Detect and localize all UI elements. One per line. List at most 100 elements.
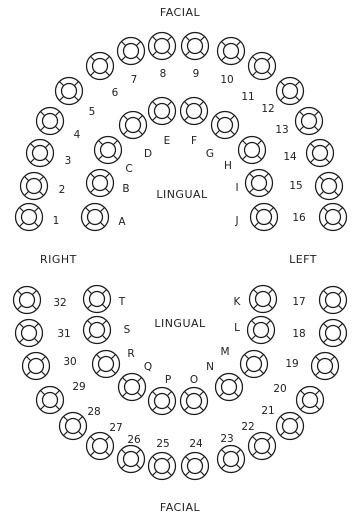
tooth-25[interactable] [149, 453, 176, 480]
tooth-occlusal-surface [245, 143, 260, 158]
tooth-11[interactable] [249, 53, 276, 80]
tooth-occlusal-surface [124, 452, 139, 467]
tooth-D[interactable] [120, 112, 147, 139]
tooth-29[interactable] [37, 387, 64, 414]
tooth-18[interactable] [320, 320, 347, 347]
tooth-label-G: G [206, 148, 214, 160]
tooth-label-21: 21 [261, 405, 274, 417]
tooth-I[interactable] [246, 170, 273, 197]
tooth-10[interactable] [218, 38, 245, 65]
tooth-label-B: B [122, 183, 129, 195]
tooth-28[interactable] [60, 413, 87, 440]
tooth-23[interactable] [218, 446, 245, 473]
tooth-14[interactable] [307, 140, 334, 167]
tooth-6[interactable] [87, 53, 114, 80]
tooth-occlusal-surface [93, 439, 108, 454]
tooth-C[interactable] [95, 137, 122, 164]
tooth-K[interactable] [250, 286, 277, 313]
tooth-label-4: 4 [74, 129, 81, 141]
tooth-4[interactable] [37, 108, 64, 135]
tooth-label-15: 15 [289, 180, 302, 192]
tooth-occlusal-surface [256, 292, 271, 307]
tooth-label-H: H [224, 160, 232, 172]
tooth-occlusal-surface [27, 179, 42, 194]
tooth-H[interactable] [239, 137, 266, 164]
tooth-label-8: 8 [160, 68, 167, 80]
tooth-label-11: 11 [241, 91, 254, 103]
tooth-24[interactable] [182, 453, 209, 480]
tooth-13[interactable] [296, 108, 323, 135]
tooth-26[interactable] [118, 446, 145, 473]
tooth-19[interactable] [312, 353, 339, 380]
tooth-occlusal-surface [187, 104, 202, 119]
tooth-A[interactable] [82, 204, 109, 231]
tooth-Q[interactable] [119, 374, 146, 401]
tooth-occlusal-surface [66, 419, 81, 434]
tooth-label-24: 24 [189, 438, 203, 450]
tooth-L[interactable] [248, 317, 275, 344]
tooth-occlusal-surface [90, 323, 105, 338]
tooth-occlusal-surface [188, 39, 203, 54]
lingual-lower-label: LINGUAL [154, 317, 206, 330]
tooth-3[interactable] [27, 140, 54, 167]
tooth-label-25: 25 [156, 438, 169, 450]
facial-bottom-label: FACIAL [160, 501, 201, 514]
tooth-31[interactable] [16, 320, 43, 347]
tooth-occlusal-surface [20, 293, 35, 308]
tooth-20[interactable] [297, 387, 324, 414]
tooth-G[interactable] [212, 112, 239, 139]
tooth-5[interactable] [56, 78, 83, 105]
tooth-30[interactable] [23, 353, 50, 380]
tooth-7[interactable] [118, 38, 145, 65]
tooth-B[interactable] [87, 170, 114, 197]
tooth-occlusal-surface [255, 439, 270, 454]
tooth-label-10: 10 [220, 74, 233, 86]
tooth-N[interactable] [216, 374, 243, 401]
tooth-label-19: 19 [285, 358, 298, 370]
tooth-occlusal-surface [283, 84, 298, 99]
tooth-R[interactable] [93, 351, 120, 378]
tooth-12[interactable] [277, 78, 304, 105]
tooth-E[interactable] [149, 98, 176, 125]
tooth-label-1: 1 [53, 215, 60, 227]
tooth-9[interactable] [182, 33, 209, 60]
tooth-22[interactable] [249, 433, 276, 460]
tooth-P[interactable] [149, 388, 176, 415]
tooth-1[interactable] [16, 204, 43, 231]
tooth-label-30: 30 [63, 356, 76, 368]
tooth-8[interactable] [149, 33, 176, 60]
tooth-M[interactable] [241, 351, 268, 378]
tooth-J[interactable] [251, 204, 278, 231]
tooth-label-27: 27 [109, 422, 122, 434]
tooth-17[interactable] [320, 287, 347, 314]
tooth-occlusal-surface [126, 118, 141, 133]
tooth-label-K: K [234, 296, 242, 308]
tooth-T[interactable] [84, 286, 111, 313]
tooth-label-5: 5 [89, 106, 96, 118]
tooth-label-N: N [206, 361, 214, 373]
tooth-occlusal-surface [43, 114, 58, 129]
tooth-27[interactable] [87, 433, 114, 460]
tooth-occlusal-surface [326, 326, 341, 341]
tooth-O[interactable] [181, 388, 208, 415]
tooth-occlusal-surface [224, 44, 239, 59]
tooth-label-Q: Q [144, 361, 152, 373]
tooth-occlusal-surface [187, 394, 202, 409]
tooth-label-28: 28 [87, 406, 100, 418]
tooth-21[interactable] [277, 413, 304, 440]
tooth-occlusal-surface [257, 210, 272, 225]
tooth-S[interactable] [84, 317, 111, 344]
tooth-occlusal-surface [62, 84, 77, 99]
tooth-occlusal-surface [188, 459, 203, 474]
tooth-occlusal-surface [322, 179, 337, 194]
lingual-upper-label: LINGUAL [156, 188, 208, 201]
tooth-2[interactable] [21, 173, 48, 200]
tooth-occlusal-surface [326, 293, 341, 308]
tooth-16[interactable] [320, 204, 347, 231]
tooth-occlusal-surface [93, 176, 108, 191]
tooth-32[interactable] [14, 287, 41, 314]
tooth-label-P: P [165, 374, 171, 386]
tooth-F[interactable] [181, 98, 208, 125]
tooth-15[interactable] [316, 173, 343, 200]
